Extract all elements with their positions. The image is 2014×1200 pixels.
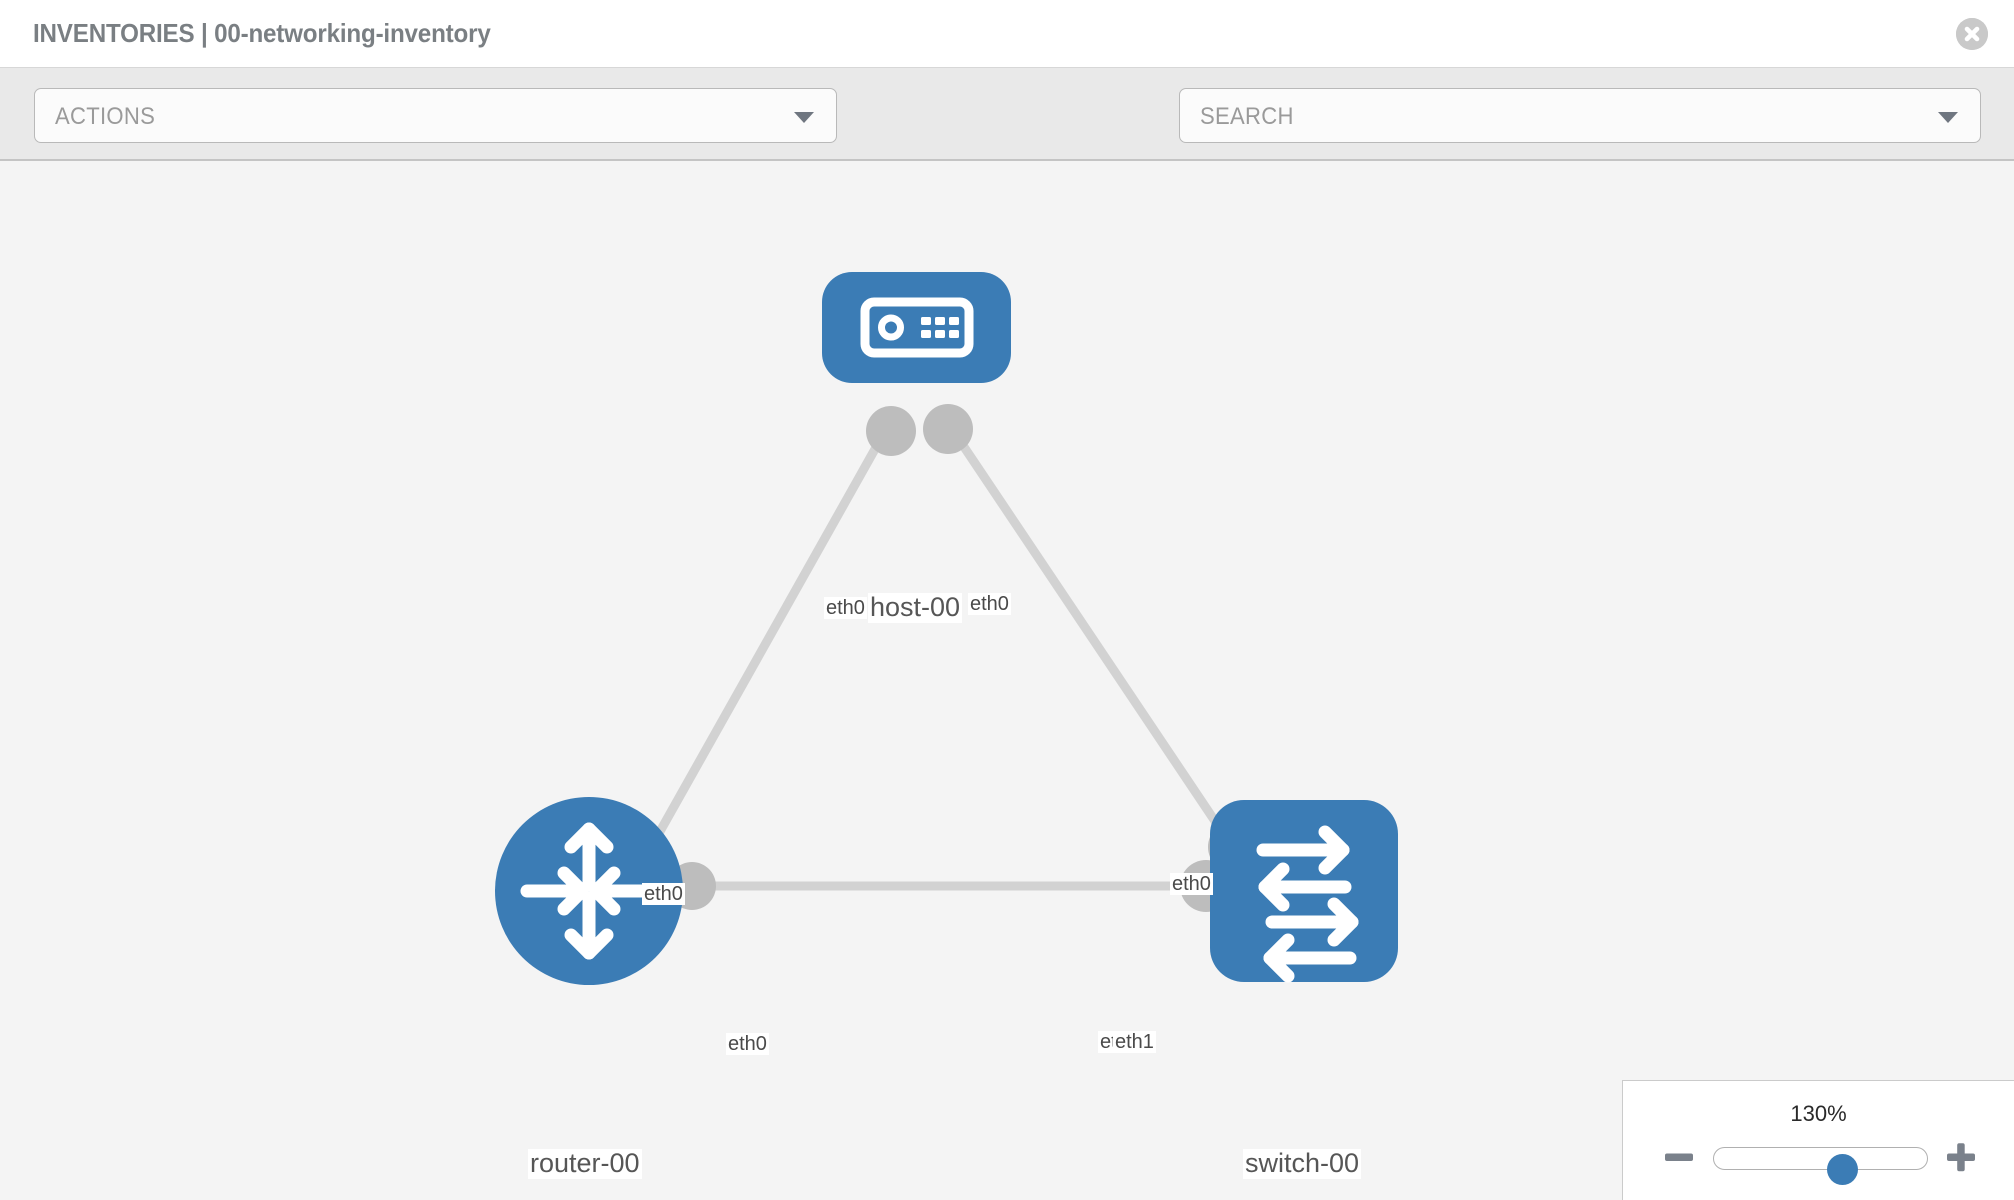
zoom-control-panel: 130% bbox=[1622, 1080, 2014, 1200]
node-router-00[interactable] bbox=[495, 797, 683, 985]
zoom-slider-thumb[interactable] bbox=[1826, 1154, 1858, 1185]
node-label-switch-00: switch-00 bbox=[1243, 1148, 1362, 1179]
close-icon[interactable] bbox=[1956, 18, 1988, 50]
topology-canvas[interactable]: eth0 eth0 eth0 eth0 eth0 eth1 eth0 host-… bbox=[0, 161, 2014, 1200]
topology-graph bbox=[495, 272, 1398, 985]
iface-label-router-eth0: eth0 bbox=[726, 1033, 769, 1055]
minus-icon[interactable] bbox=[1659, 1137, 1699, 1177]
node-host-00[interactable] bbox=[822, 272, 1011, 383]
page-header: INVENTORIES | 00-networking-inventory bbox=[0, 0, 2014, 68]
zoom-slider[interactable] bbox=[1713, 1147, 1928, 1185]
page-title: INVENTORIES | 00-networking-inventory bbox=[33, 18, 491, 48]
chevron-down-icon bbox=[794, 112, 814, 123]
actions-dropdown[interactable]: ACTIONS bbox=[34, 88, 837, 143]
iface-label-switch-host: eth0 bbox=[1170, 873, 1213, 895]
chevron-down-icon[interactable] bbox=[1938, 112, 1958, 123]
iface-label-host-right: eth0 bbox=[968, 593, 1011, 615]
toolbar: ACTIONS SEARCH bbox=[0, 68, 2014, 193]
search-input[interactable]: SEARCH bbox=[1179, 88, 1981, 143]
connector-host-eth0-right bbox=[923, 404, 973, 454]
zoom-slider-row bbox=[1623, 1137, 2014, 1185]
node-switch-00[interactable] bbox=[1210, 800, 1398, 983]
node-label-host-00: host-00 bbox=[868, 592, 963, 623]
iface-label-host-left: eth0 bbox=[824, 597, 867, 619]
node-label-router-00: router-00 bbox=[528, 1148, 642, 1179]
iface-label-switch-eth1: eth1 bbox=[1113, 1031, 1156, 1053]
search-placeholder: SEARCH bbox=[1200, 103, 1294, 130]
link-host-switch bbox=[946, 423, 1239, 854]
actions-dropdown-label: ACTIONS bbox=[55, 103, 156, 130]
plus-icon[interactable] bbox=[1941, 1137, 1981, 1177]
iface-label-router-host: eth0 bbox=[642, 883, 685, 905]
zoom-level-label: 130% bbox=[1790, 1101, 1847, 1126]
link-host-router bbox=[636, 423, 892, 870]
connector-host-eth0-left bbox=[866, 406, 916, 456]
